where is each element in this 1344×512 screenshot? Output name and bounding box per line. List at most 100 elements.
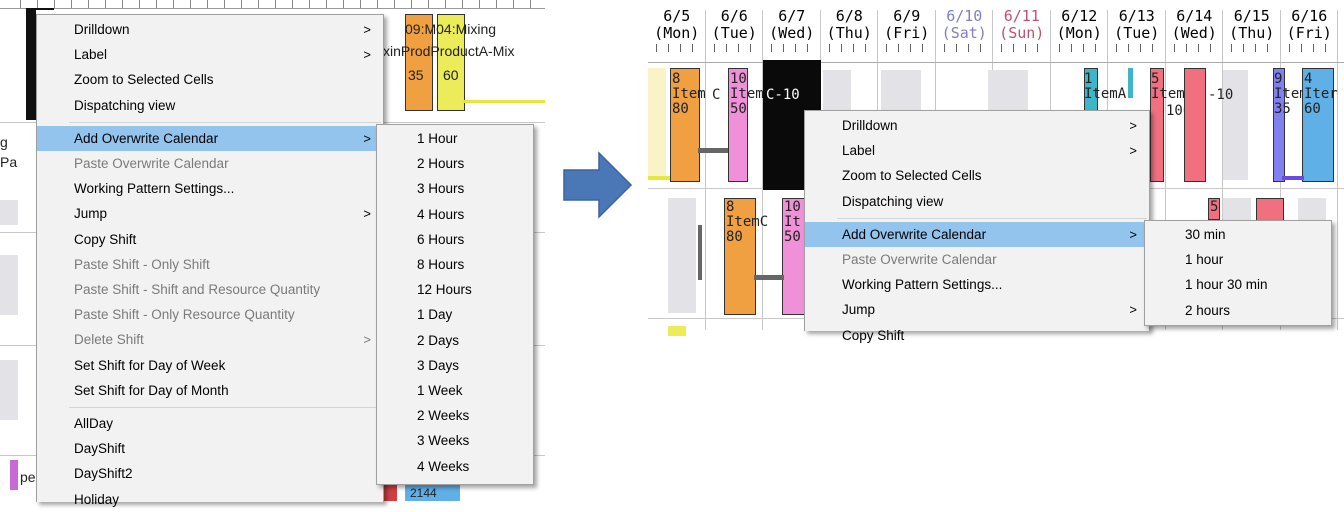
- date-label: 6/7: [778, 7, 806, 25]
- gantt-bar-yellow: [437, 14, 465, 111]
- menu-item-label: AllDay: [74, 416, 114, 431]
- menu-item-label: Paste Overwrite Calendar: [842, 252, 997, 267]
- bar-orange-1: [670, 68, 700, 182]
- submenu-arrow-icon: >: [363, 332, 371, 348]
- menu-item-dispatching-view[interactable]: Dispatching view: [805, 189, 1149, 214]
- submenu-arrow-icon: >: [363, 47, 371, 63]
- weekday-label: (Mon): [1056, 24, 1102, 42]
- menu-item-label: Zoom to Selected Cells: [842, 168, 982, 184]
- bar-text-1: 8 Item 80: [672, 71, 706, 117]
- date-label: 6/5: [663, 7, 691, 25]
- menu-item-copy-shift[interactable]: Copy Shift: [805, 323, 1149, 348]
- menu-item-label: Label: [842, 143, 876, 159]
- menu-item-drilldown[interactable]: Drilldown>: [37, 17, 383, 42]
- menu-item-working-pattern-settings[interactable]: Working Pattern Settings...: [37, 176, 383, 201]
- submenu-item-8-hours[interactable]: 8 Hours: [417, 257, 465, 272]
- submenu-item-1-day[interactable]: 1 Day: [417, 307, 453, 323]
- date-label: 6/15: [1233, 7, 1270, 25]
- date-label: 6/12: [1061, 7, 1098, 25]
- tick-marks: [828, 44, 870, 52]
- menu-item-jump[interactable]: Jump >: [805, 297, 1149, 322]
- submenu-item-1-hour-30-min[interactable]: 1 hour 30 min: [1185, 277, 1268, 293]
- menu-item-label: Set Shift for Day of Month: [74, 382, 229, 398]
- gantt-text-bottom: 2144: [410, 486, 437, 500]
- menu-item-dayshift2[interactable]: DayShift2: [37, 461, 383, 486]
- gantt-bar-purple: [10, 460, 18, 490]
- gantt-text-4: 60: [443, 67, 459, 83]
- menu-item-label[interactable]: Label>: [37, 42, 383, 67]
- menu-item-paste-shift-shift-and-resource-quantity[interactable]: Paste Shift - Shift and Resource Quantit…: [37, 277, 383, 302]
- submenu-item-6-hours[interactable]: 6 Hours: [417, 231, 465, 247]
- menu-item-allday[interactable]: AllDay: [37, 411, 383, 436]
- menu-item-dispatching-view[interactable]: Dispatching view: [37, 93, 383, 118]
- menu-item-dayshift[interactable]: DayShift: [37, 436, 383, 461]
- right-arrow-icon: [563, 151, 633, 219]
- submenu-arrow-icon: >: [1129, 302, 1137, 318]
- date-header: 6/8(Thu): [821, 8, 879, 52]
- submenu-item-30-min[interactable]: 30 min: [1185, 227, 1226, 242]
- date-header: 6/11(Sun): [993, 8, 1051, 52]
- tick-marks: [713, 44, 755, 52]
- menu-item-holiday[interactable]: Holiday: [37, 487, 383, 512]
- menu-separator: [837, 217, 1147, 219]
- submenu-arrow-icon: >: [363, 206, 371, 222]
- tick-marks: [1231, 44, 1273, 52]
- bar-pink-1: [728, 68, 748, 182]
- submenu-item-3-hours[interactable]: 3 Hours: [417, 181, 465, 197]
- menu-item-label: Copy Shift: [74, 231, 137, 247]
- submenu-item-1-hour[interactable]: 1 Hour: [417, 131, 458, 146]
- submenu-arrow-icon: >: [363, 130, 371, 146]
- menu-item-paste-overwrite-calendar[interactable]: Paste Overwrite Calendar: [805, 247, 1149, 272]
- submenu-item-3-days[interactable]: 3 Days: [417, 357, 460, 373]
- menu-item-label: Dispatching view: [842, 193, 944, 209]
- submenu-item-1-week[interactable]: 1 Week: [417, 383, 463, 398]
- date-header: 6/16(Fri): [1281, 8, 1339, 52]
- menu-item-set-shift-for-day-of-month[interactable]: Set Shift for Day of Month: [37, 378, 383, 403]
- menu-item-working-pattern-settings[interactable]: Working Pattern Settings...: [805, 272, 1149, 297]
- gantt-text-1: 09:M04:Mixing: [405, 21, 497, 37]
- date-label: 6/9: [893, 7, 921, 25]
- menu-item-copy-shift[interactable]: Copy Shift: [37, 227, 383, 252]
- submenu-arrow-icon: >: [1129, 226, 1137, 242]
- submenu-item-4-hours[interactable]: 4 Hours: [417, 206, 465, 222]
- date-label: 6/11: [1003, 7, 1040, 25]
- menu-item-zoom-to-selected-cells[interactable]: Zoom to Selected Cells: [37, 67, 383, 92]
- submenu-item-2-hours[interactable]: 2 hours: [1185, 302, 1231, 318]
- weekday-label: (Tue): [711, 24, 757, 42]
- menu-item-add-overwrite-calendar[interactable]: Add Overwrite Calendar>: [37, 125, 383, 151]
- weekday-label: (Fri): [884, 24, 930, 42]
- submenu-item-2-weeks[interactable]: 2 Weeks: [417, 408, 470, 424]
- submenu-item-4-weeks[interactable]: 4 Weeks: [417, 458, 470, 474]
- weekday-label: (Fri): [1286, 24, 1332, 42]
- menu-item-paste-shift-only-resource-quantity[interactable]: Paste Shift - Only Resource Quantity: [37, 302, 383, 327]
- menu-item-set-shift-for-day-of-week[interactable]: Set Shift for Day of Week: [37, 353, 383, 378]
- tick-marks: [771, 44, 813, 52]
- bar-red: [1150, 68, 1164, 182]
- submenu-item-2-days[interactable]: 2 Days: [417, 332, 460, 348]
- menu-item-label: Drilldown: [74, 22, 130, 37]
- submenu-item-12-hours[interactable]: 12 Hours: [417, 282, 472, 298]
- menu-item-label: Set Shift for Day of Week: [74, 357, 226, 373]
- side-text-3: pe: [20, 469, 36, 485]
- menu-item-add-overwrite-calendar[interactable]: Add Overwrite Calendar>: [805, 221, 1149, 247]
- tick-marks: [1001, 44, 1043, 52]
- menu-item-label: Zoom to Selected Cells: [74, 72, 214, 88]
- submenu-item-2-hours[interactable]: 2 Hours: [417, 156, 465, 172]
- menu-item-label[interactable]: Label >: [805, 138, 1149, 163]
- submenu-arrow-icon: >: [1129, 143, 1137, 159]
- menu-item-drilldown[interactable]: Drilldown>: [805, 113, 1149, 138]
- menu-item-label: Jump: [842, 302, 876, 318]
- menu-item-label: Paste Shift - Only Shift: [74, 256, 210, 272]
- menu-item-paste-overwrite-calendar[interactable]: Paste Overwrite Calendar: [37, 151, 383, 176]
- menu-item-delete-shift[interactable]: Delete Shift>: [37, 327, 383, 352]
- menu-item-jump[interactable]: Jump>: [37, 201, 383, 226]
- menu-item-paste-shift-only-shift[interactable]: Paste Shift - Only Shift: [37, 252, 383, 277]
- submenu-item-1-hour[interactable]: 1 hour: [1185, 252, 1224, 268]
- tick-marks: [1173, 44, 1215, 52]
- weekday-label: (Wed): [1171, 24, 1217, 42]
- menu-item-zoom-to-selected-cells[interactable]: Zoom to Selected Cells: [805, 163, 1149, 188]
- menu-item-label: Paste Shift - Shift and Resource Quantit…: [74, 282, 321, 297]
- side-text-2: Pa: [0, 154, 18, 170]
- submenu-item-3-weeks[interactable]: 3 Weeks: [417, 433, 470, 449]
